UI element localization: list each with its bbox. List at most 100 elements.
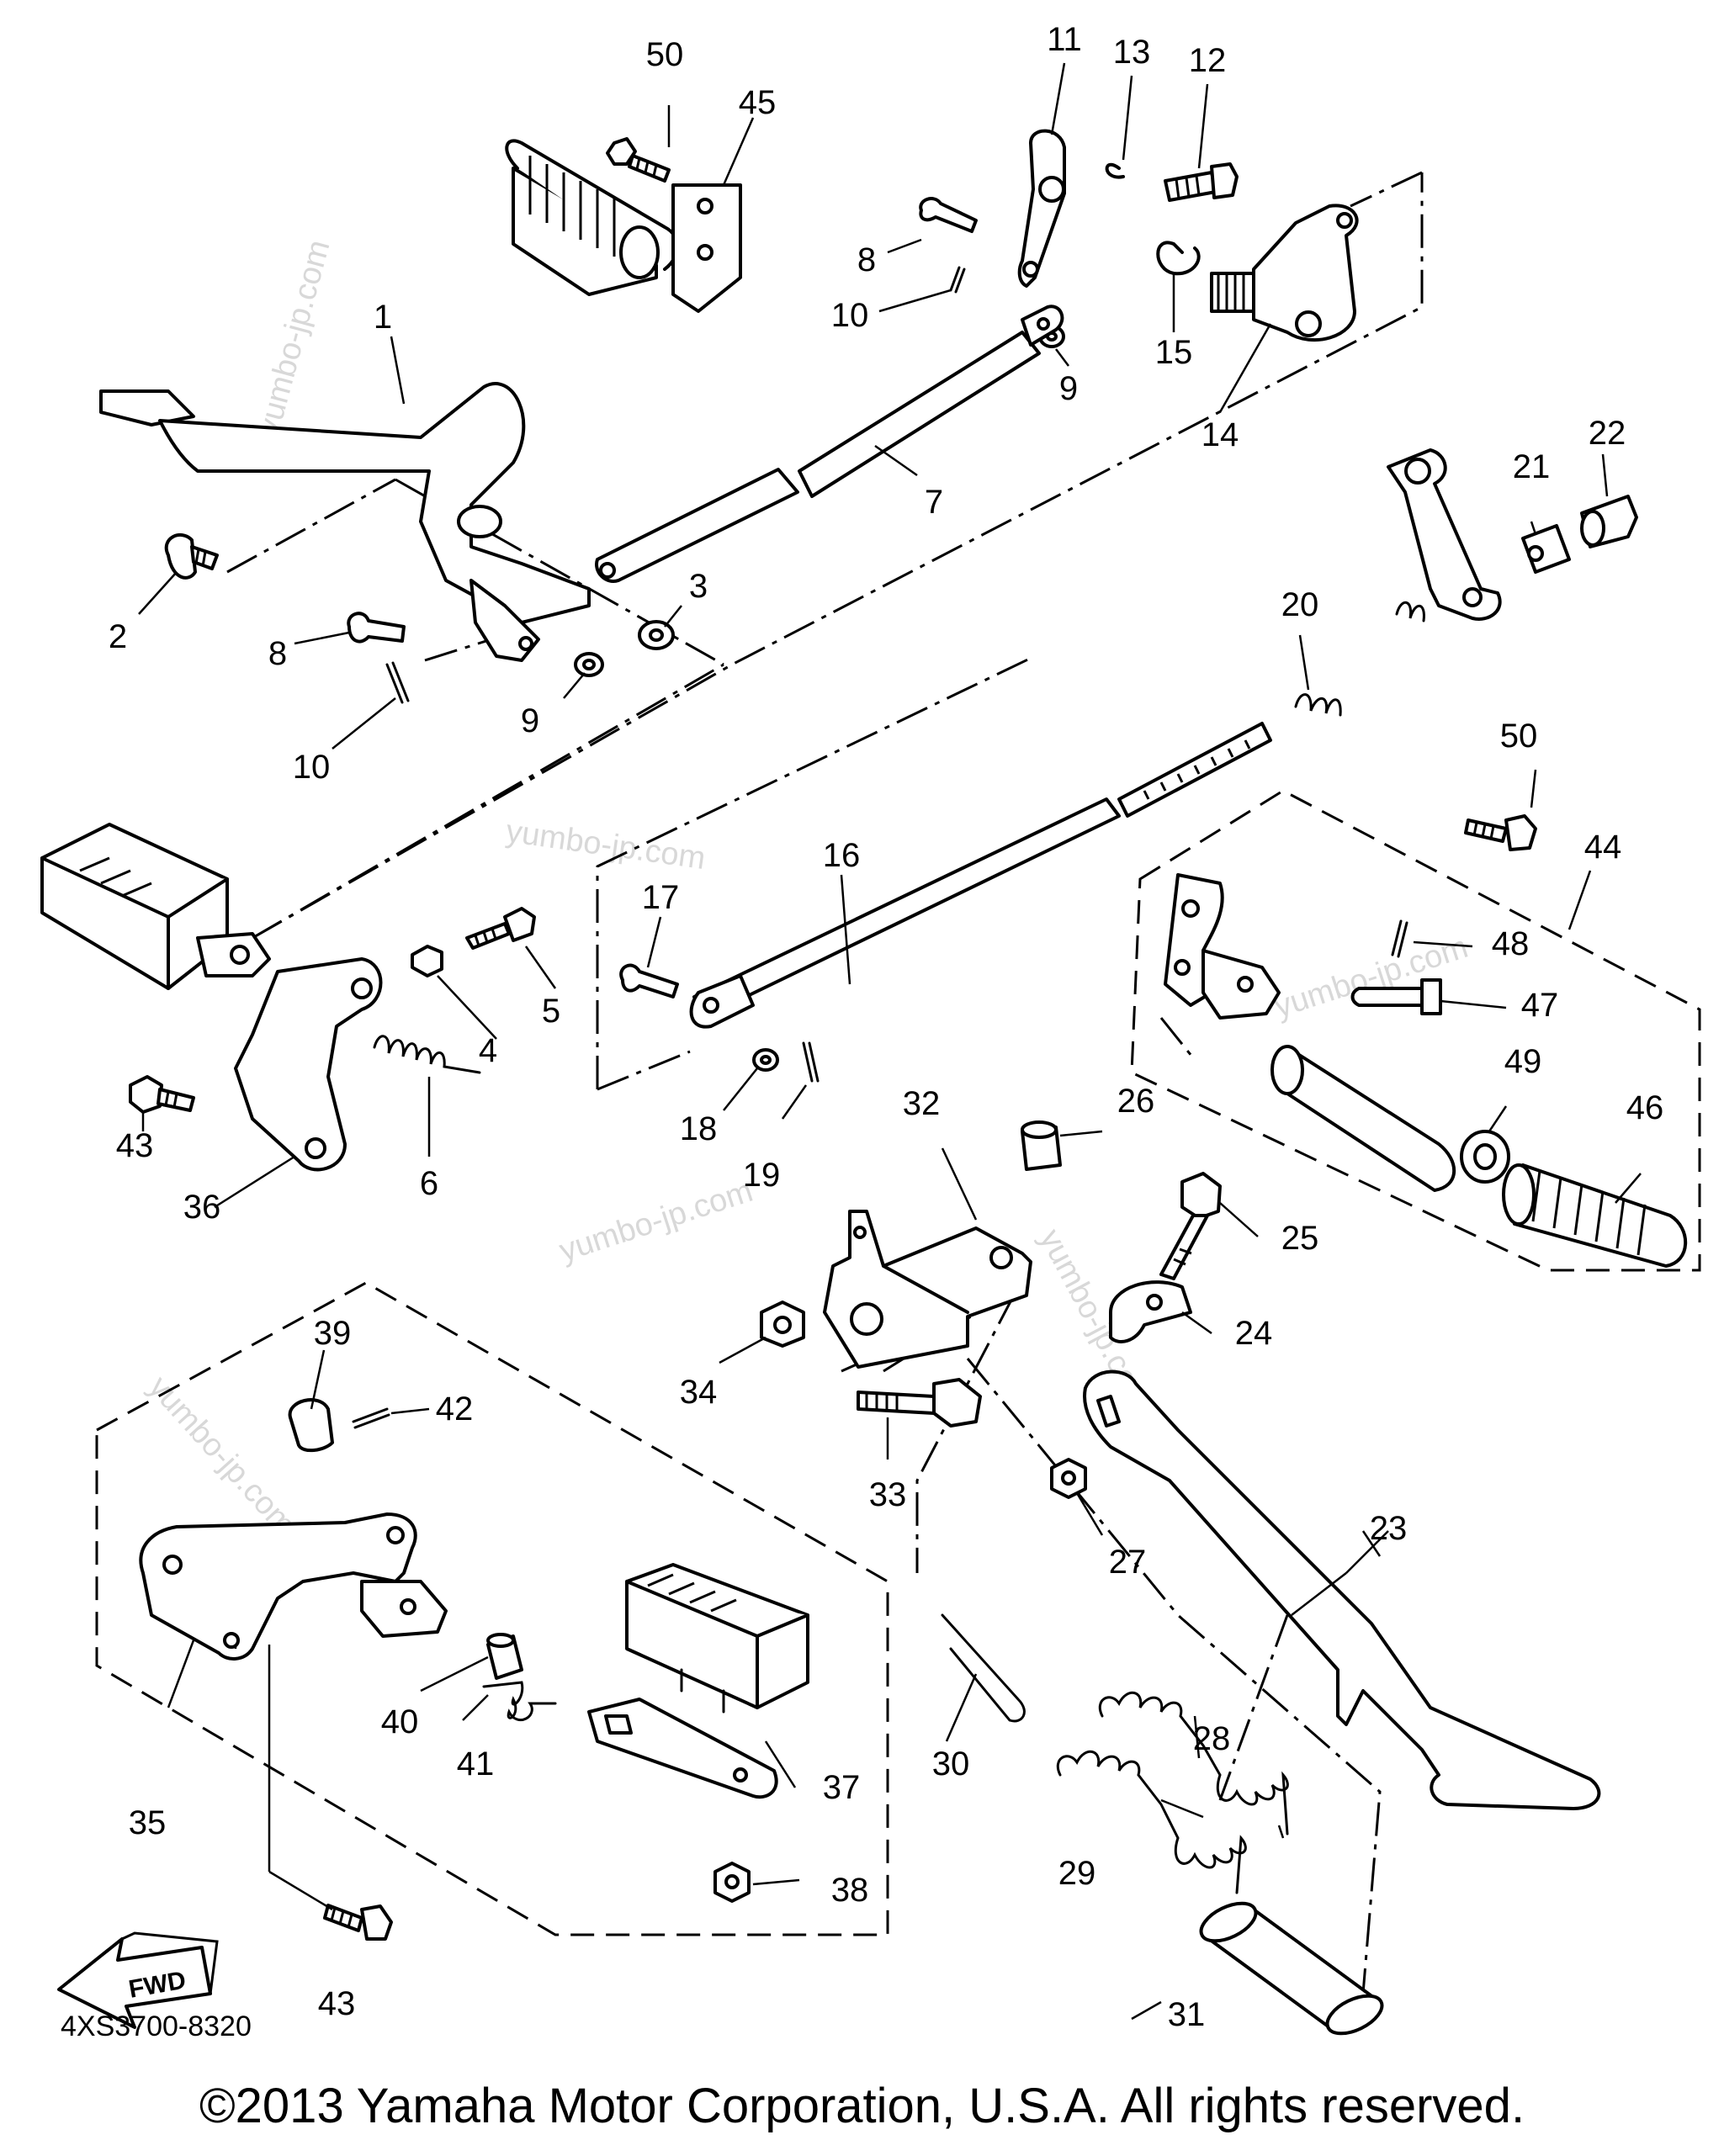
callout-11: 11 [1047,21,1082,58]
callout-43: 43 [116,1127,154,1164]
part-11-shift-arm[interactable] [1017,129,1066,288]
callout-39: 39 [314,1315,352,1352]
part-9-washer[interactable] [574,652,604,677]
callout-8: 8 [268,635,287,672]
callout-45: 45 [739,84,777,121]
callout-26: 26 [1117,1083,1155,1120]
callout-19: 19 [743,1157,781,1194]
part-13-circlip[interactable] [1105,162,1125,179]
callout-36: 36 [183,1189,221,1226]
callout-4: 4 [479,1032,497,1069]
callout-29: 29 [1058,1855,1096,1892]
part-3-washer[interactable] [638,620,675,650]
part-39-pin[interactable] [288,1398,334,1453]
callout-25: 25 [1281,1220,1319,1257]
part-14-shift-lever[interactable] [1210,204,1359,342]
part-37-footrest[interactable] [587,1563,809,1799]
callout-46: 46 [1626,1089,1664,1126]
part-18-washer[interactable] [752,1048,779,1072]
callout-31: 31 [1168,1996,1206,2033]
part-2-bolt[interactable] [164,533,219,580]
part-22-bolt[interactable] [1580,495,1638,548]
callout-14: 14 [1201,416,1239,453]
part-45-rear-footrest[interactable] [505,139,742,313]
part-19-cotter-pin[interactable] [802,1041,820,1083]
part-43-bolt[interactable] [129,1075,195,1114]
part-27-nut[interactable] [1050,1458,1087,1499]
part-12-bolt[interactable] [1164,162,1239,202]
watermark: yumbo-jp.com [555,1173,757,1269]
part-10-cotter-pin[interactable] [385,661,410,704]
part-34-nut[interactable] [760,1300,805,1348]
part-20-spring[interactable] [1294,601,1425,717]
watermark: yumbo-jp.com [504,813,708,877]
copyright-notice: ©2013 Yamaha Motor Corporation, U.S.A. A… [199,2079,1525,2133]
callout-1: 1 [374,299,392,336]
part-25-bolt[interactable] [1159,1172,1222,1280]
part-1-brake-pedal[interactable] [99,382,591,662]
part-7-brake-rod[interactable] [595,305,1064,583]
callout-30: 30 [932,1745,970,1783]
callout-8: 8 [857,241,876,278]
part-41-spring[interactable] [482,1681,557,1722]
part-28-spring[interactable] [1099,1692,1289,1836]
callout-10: 10 [831,297,869,334]
part-30-hook[interactable] [941,1613,1026,1723]
part-32-stand-bracket[interactable] [823,1210,1032,1369]
part-44-footrest-assembly[interactable] [1164,873,1281,1020]
part-33-bolt[interactable] [857,1378,982,1428]
part-15-clip[interactable] [1156,241,1201,276]
part-36-bracket[interactable] [234,957,383,1172]
part-10-cotter-pin[interactable] [949,266,966,294]
part-29-spring[interactable] [1057,1751,1247,1894]
part-26-collar[interactable] [1021,1120,1062,1171]
fwd-arrow-icon: FWD [57,1931,219,2029]
watermark: yumbo-jp.com [141,1369,302,1542]
watermark: yumbo-jp.com [251,236,337,439]
callout-2: 2 [109,618,127,655]
callout-27: 27 [1109,1544,1147,1581]
part-23-side-stand[interactable] [1083,1369,1601,1810]
callout-40: 40 [381,1703,419,1740]
part-8-pin[interactable] [347,612,406,644]
part-24-stand-plate[interactable] [1109,1280,1192,1343]
diagram-code: 4XS3700-8320 [61,2010,252,2042]
callout-7: 7 [925,484,943,521]
part-42-cotter-pin[interactable] [352,1407,390,1429]
part-31-cover[interactable] [1196,1895,1388,2041]
callout-34: 34 [680,1374,718,1411]
callout-9: 9 [1059,370,1078,407]
part-49-washer[interactable] [1460,1130,1510,1184]
callout-48: 48 [1492,925,1530,962]
part-21-collar[interactable] [1521,524,1571,574]
part-35-bracket[interactable] [139,1512,448,1661]
callout-6: 6 [420,1165,438,1202]
callout-9: 9 [521,702,539,739]
callouts: 50 45 11 13 12 8 10 15 9 14 1 7 2 8 3 9 … [109,21,1663,2033]
part-6-spring[interactable] [373,1035,481,1074]
leader-lines [138,62,1642,2021]
callout-41: 41 [457,1745,495,1783]
part-50-bolt[interactable] [606,137,671,183]
callout-50: 50 [1500,718,1538,755]
callout-43: 43 [318,1985,356,2022]
part-8-pin[interactable] [919,197,978,233]
callout-42: 42 [436,1391,474,1428]
part-front-footrest[interactable] [40,823,271,990]
part-48-cotter-pin[interactable] [1391,919,1408,958]
part-link-arm[interactable] [1387,448,1502,621]
part-17-pin[interactable] [619,963,679,999]
part-5-bolt[interactable] [465,907,536,950]
part-38-nut[interactable] [713,1862,751,1903]
part-46-footrest-peg[interactable] [1270,1045,1688,1268]
part-47-pin[interactable] [1350,978,1442,1015]
callout-23: 23 [1370,1510,1408,1547]
callout-5: 5 [542,993,560,1030]
callout-49: 49 [1504,1043,1542,1080]
part-16-shift-rod[interactable] [689,722,1272,1029]
part-40-collar[interactable] [486,1633,523,1680]
part-4-nut[interactable] [411,945,443,977]
part-50-bolt[interactable] [1464,814,1537,851]
callout-10: 10 [293,749,331,786]
part-43-bolt[interactable] [323,1904,393,1941]
